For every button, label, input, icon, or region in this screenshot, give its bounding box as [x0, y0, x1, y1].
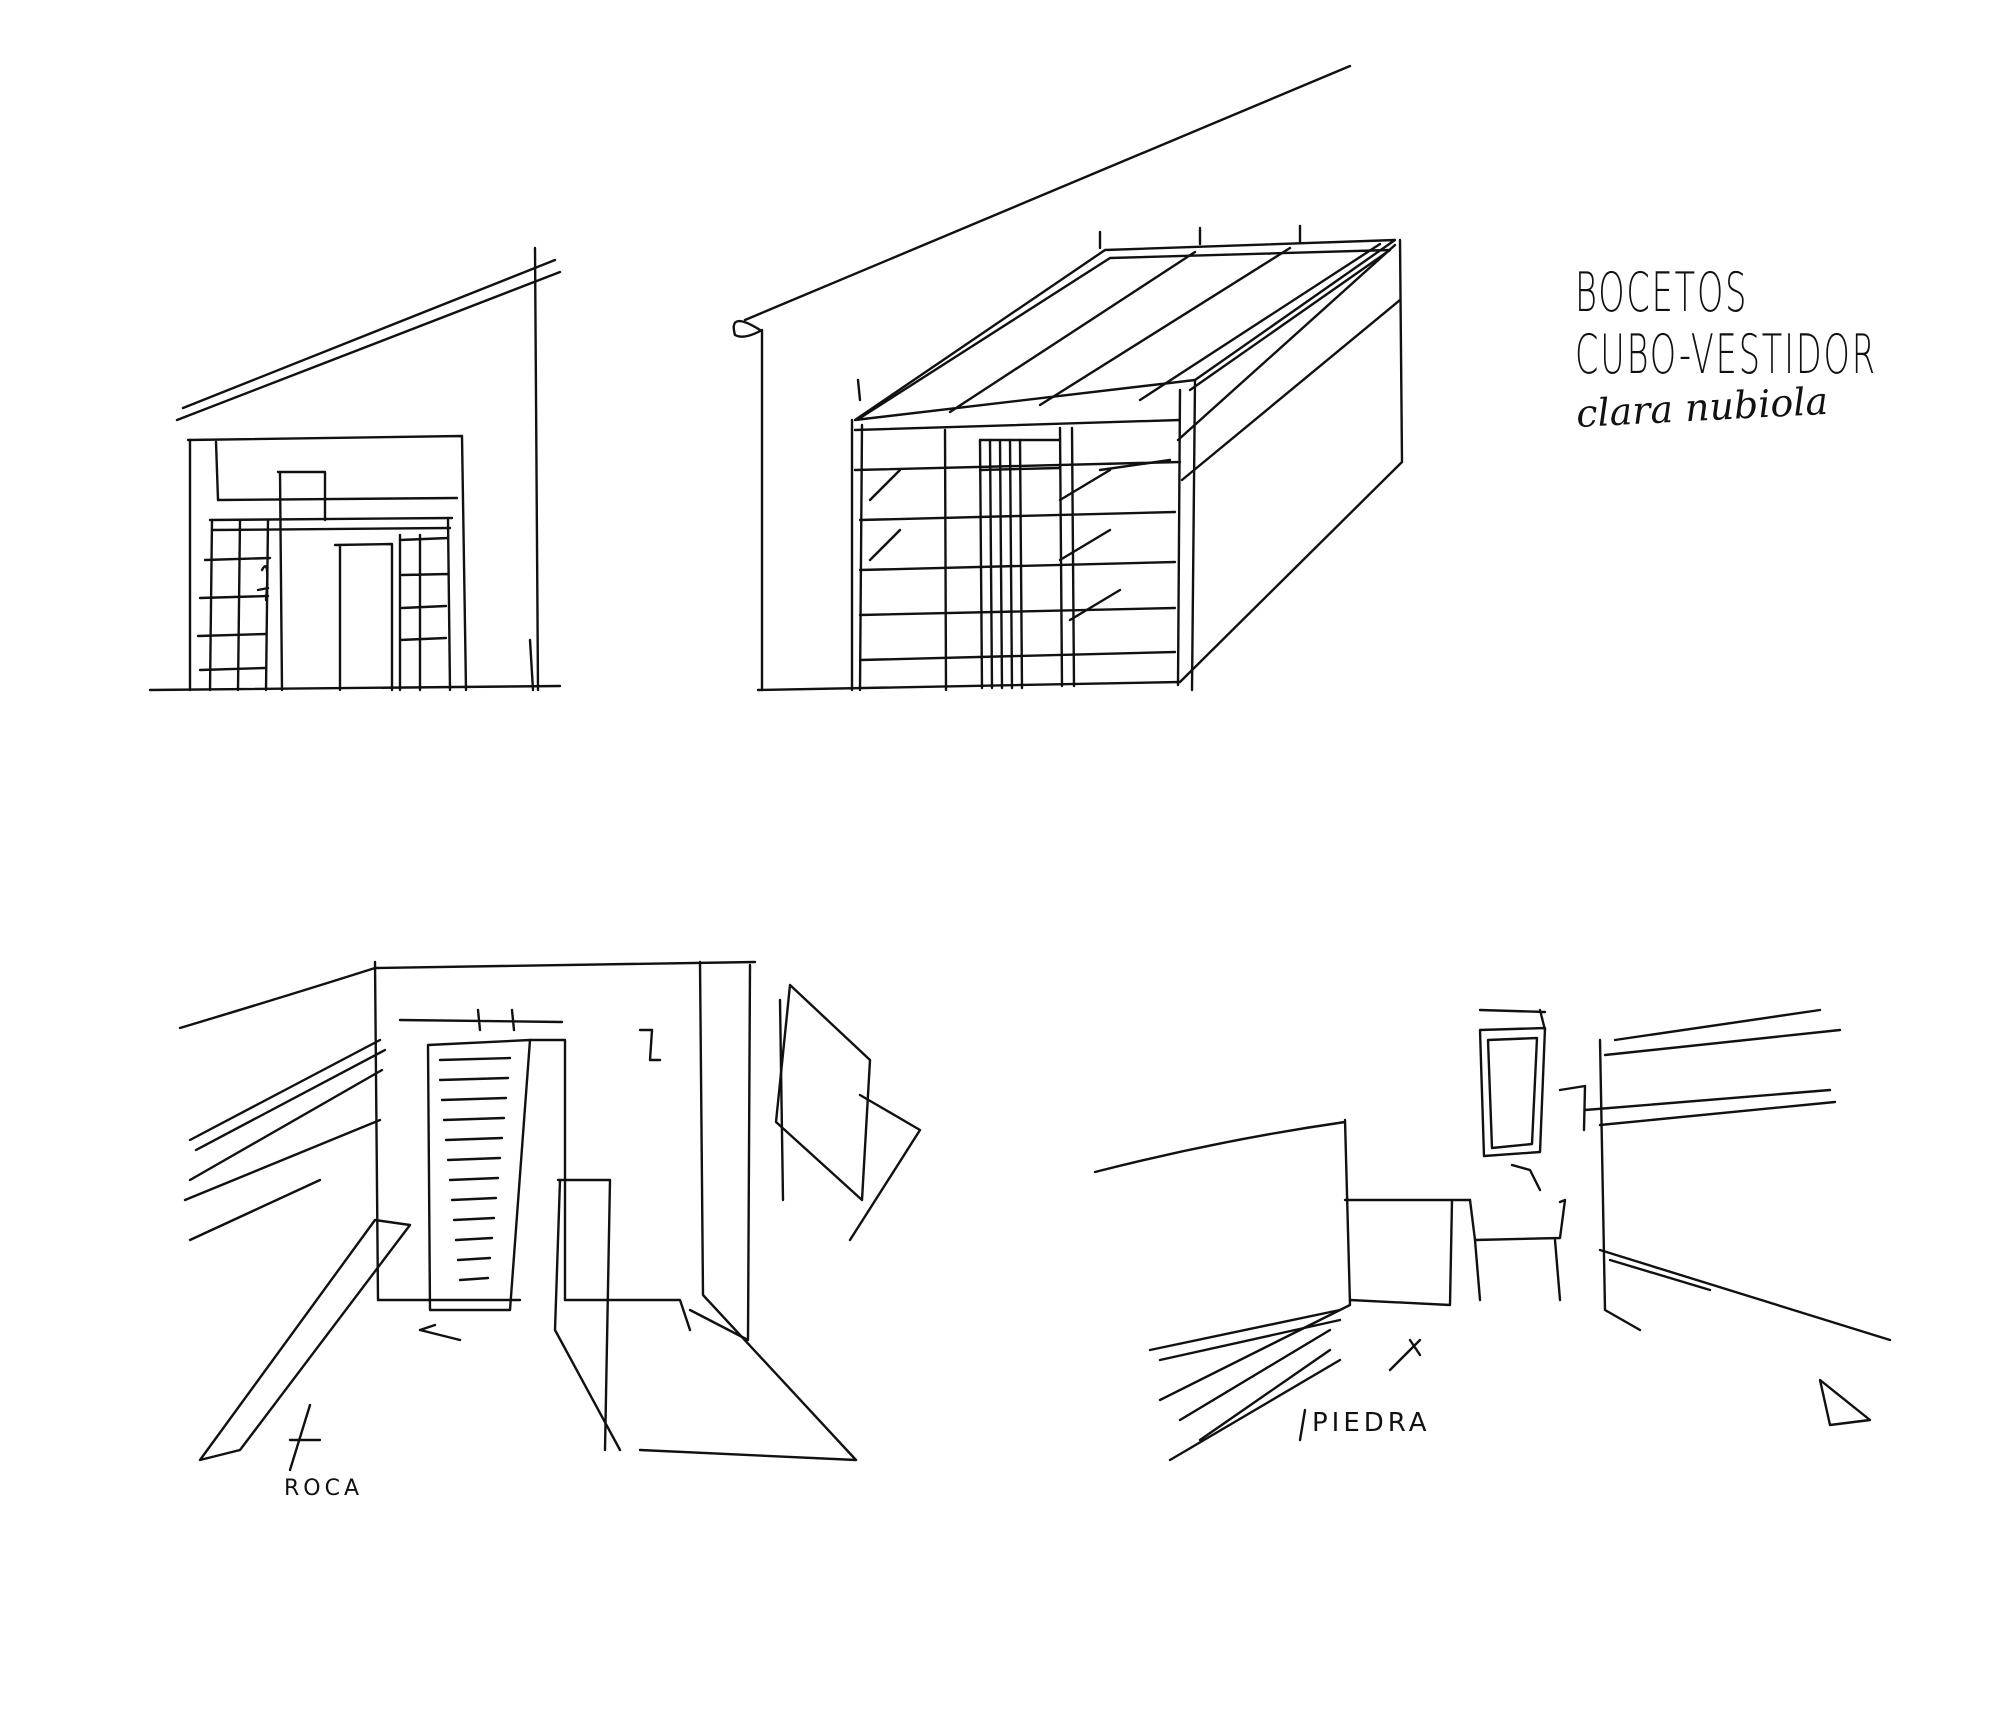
sketch-perspective-cube	[732, 64, 1404, 692]
annotation-roca: ROCA	[284, 1476, 364, 1501]
title-block: BOCETOS CUBO-VESTIDOR clara nubiola	[1575, 262, 2000, 436]
annotation-piedra: PIEDRA	[1312, 1408, 1431, 1438]
title-line-bocetos: BOCETOS	[1575, 261, 1749, 324]
title-line-cubo-vestidor: CUBO-VESTIDOR	[1575, 323, 1877, 386]
sketch-interior-left	[178, 960, 922, 1472]
sketch-interior-right	[1093, 1008, 1892, 1462]
sketch-elevation-front	[148, 246, 562, 692]
